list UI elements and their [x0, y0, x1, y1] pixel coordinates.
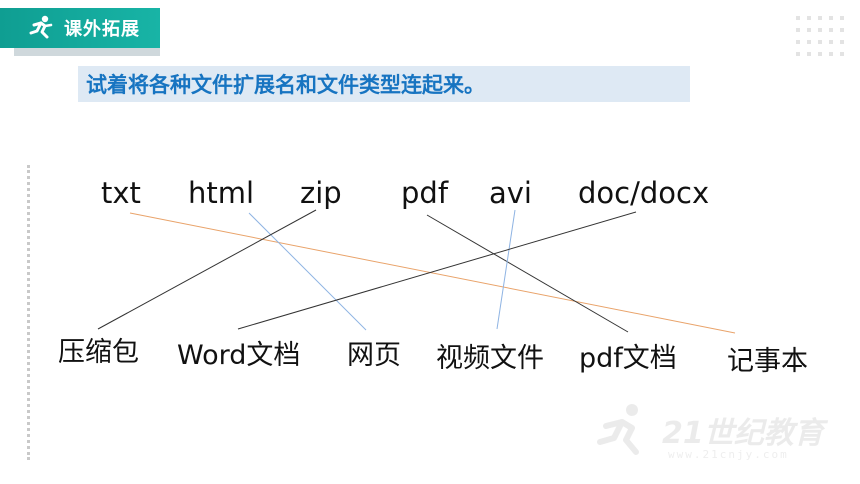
extension-pdf[interactable]: pdf [401, 176, 449, 210]
connection-zip-archive [97, 209, 317, 330]
top-band [0, 0, 860, 8]
connection-docx-word [237, 211, 637, 330]
decorative-dotted-line [27, 165, 30, 460]
extension-avi[interactable]: avi [489, 176, 532, 210]
connection-html-webpage [248, 212, 367, 331]
instruction-box: 试着将各种文件扩展名和文件类型连起来。 [78, 66, 690, 102]
type-archive[interactable]: 压缩包 [58, 337, 139, 368]
type-pdf-document[interactable]: pdf文档 [579, 343, 677, 374]
badge-shadow [14, 48, 160, 56]
type-video-file[interactable]: 视频文件 [436, 343, 544, 374]
type-notepad[interactable]: 记事本 [727, 346, 808, 377]
watermark: 21世纪教育 www.21cnjy.com [592, 400, 842, 470]
badge-label: 课外拓展 [64, 19, 140, 40]
connection-pdf-pdfdoc [426, 214, 629, 333]
watermark-url: www.21cnjy.com [668, 448, 789, 461]
type-word-document[interactable]: Word文档 [177, 340, 301, 371]
extension-txt[interactable]: txt [101, 176, 141, 210]
connection-txt-notepad [129, 212, 736, 334]
runner-icon [29, 15, 53, 39]
extension-html[interactable]: html [188, 176, 255, 210]
watermark-runner-icon [597, 404, 639, 455]
connection-avi-video [496, 209, 516, 330]
watermark-text: 21世纪教育 [662, 416, 824, 451]
type-webpage[interactable]: 网页 [347, 340, 401, 371]
instruction-text: 试着将各种文件扩展名和文件类型连起来。 [86, 73, 485, 97]
extension-doc-docx[interactable]: doc/docx [578, 176, 710, 210]
extension-zip[interactable]: zip [300, 176, 342, 210]
section-badge: 课外拓展 [0, 8, 160, 48]
decorative-dot-grid [796, 16, 844, 56]
